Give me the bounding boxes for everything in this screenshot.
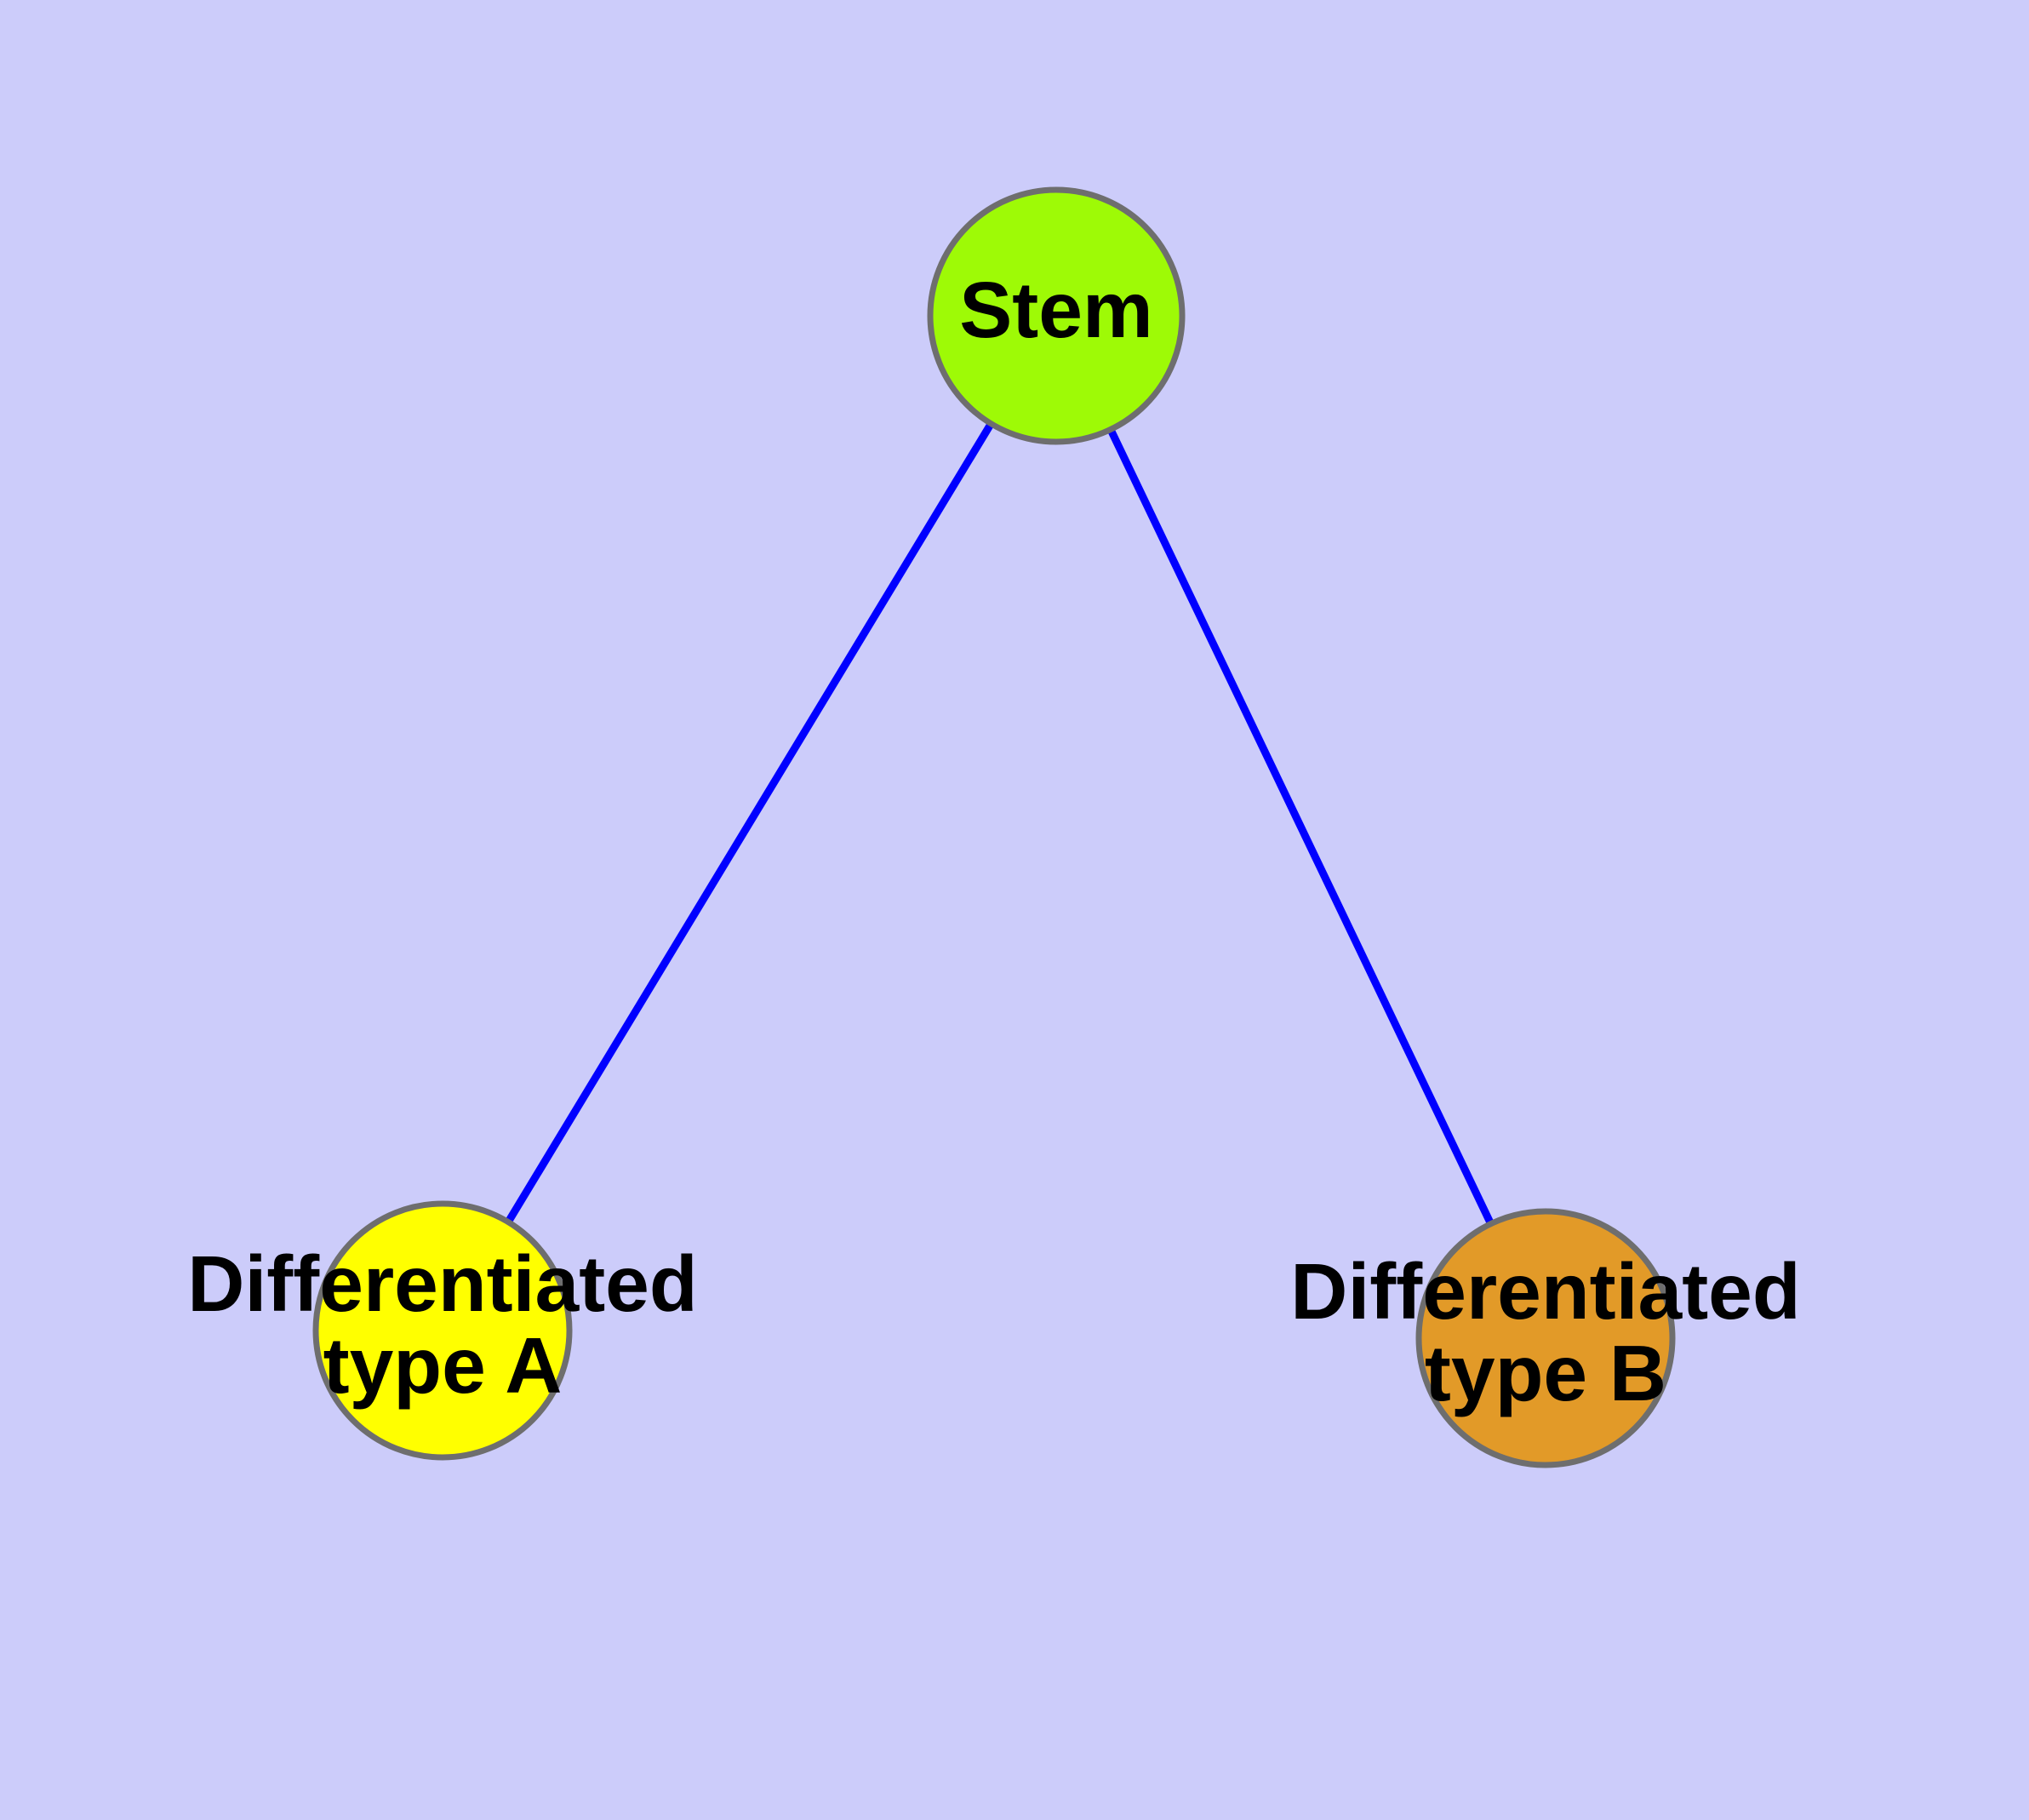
node-differentiated-type-a-circle[interactable] <box>312 1200 573 1461</box>
node-stem-circle[interactable] <box>927 186 1186 445</box>
edge-stem-to-differentiated-type-b[interactable] <box>1052 314 1550 1340</box>
node-differentiated-type-b-circle[interactable] <box>1415 1208 1676 1468</box>
edge-layer <box>439 313 1550 1340</box>
edge-stem-to-differentiated-type-a[interactable] <box>439 313 1060 1333</box>
node-stem-label: Stem <box>959 266 1152 354</box>
node-stem[interactable]: Stem <box>927 186 1186 445</box>
